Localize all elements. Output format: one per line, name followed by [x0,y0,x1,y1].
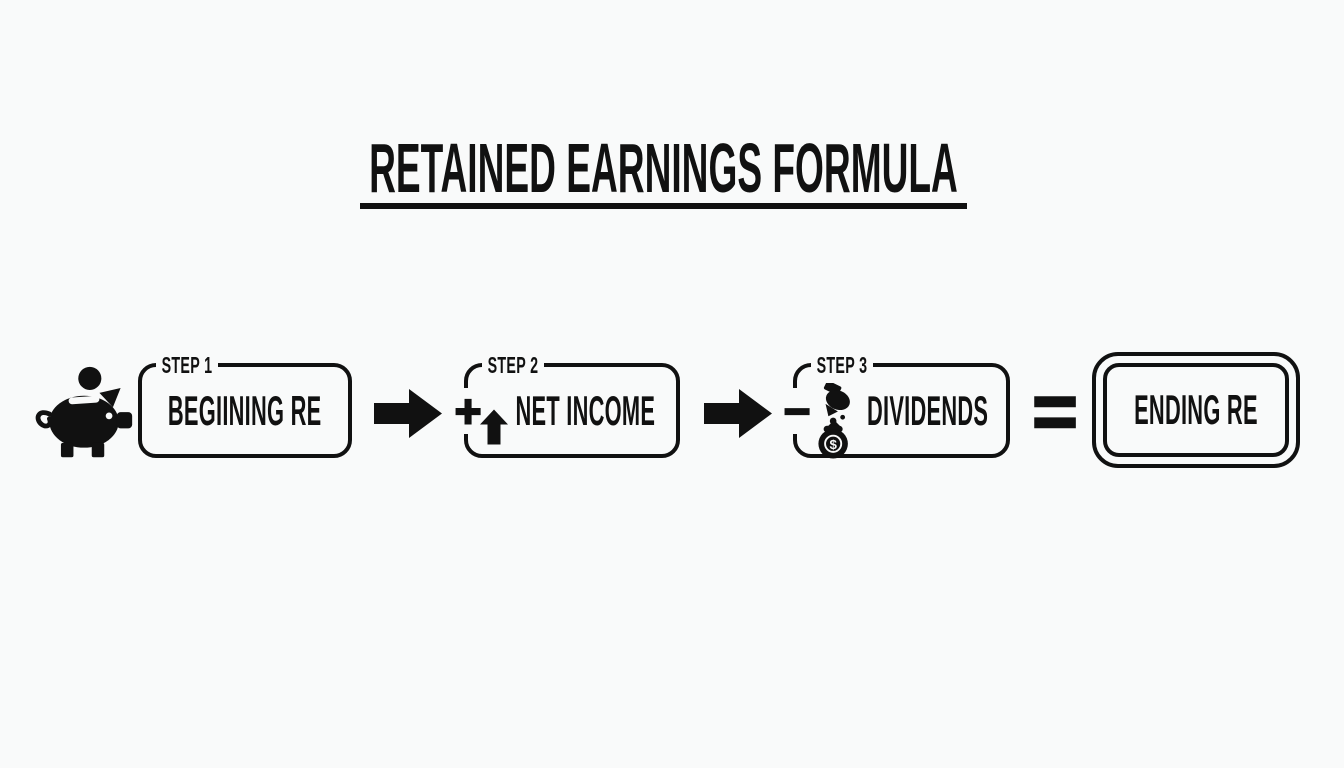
step2-label: STEP 2 [482,351,544,381]
flow-arrow-icon [704,389,772,438]
dollar-symbol: $ [829,437,837,452]
title-block: RETAINED EARNINGS FORMULA [0,133,1335,209]
step1-value: BEGIINING RE [168,386,322,434]
minus-operator: − [775,387,819,435]
equals-operator: = [1031,366,1079,455]
step1-box: STEP 1 BEGIINING RE [138,351,352,458]
piggy-bank-icon [35,366,133,458]
up-arrow-icon [480,409,508,445]
page-title: RETAINED EARNINGS FORMULA [368,129,958,207]
flow-arrow-icon [374,389,442,438]
step3-label: STEP 3 [811,351,873,381]
result-box: ENDING RE [1092,352,1300,468]
step2-value: NET INCOME [515,386,655,434]
title-underline [359,203,967,209]
step3-box: STEP 3 − $ DIVIDENDS [775,351,1010,459]
step2-box: STEP 2 + NET INCOME [446,351,680,458]
result-box-inner: ENDING RE [1103,363,1289,457]
result-value: ENDING RE [1134,386,1258,433]
plus-operator: + [446,387,490,435]
money-bag-hand-icon: $ [818,383,850,459]
step3-value: DIVIDENDS [866,386,989,434]
step1-label: STEP 1 [156,351,218,381]
